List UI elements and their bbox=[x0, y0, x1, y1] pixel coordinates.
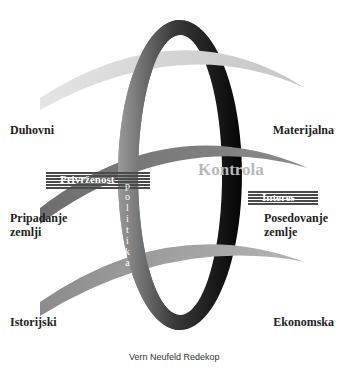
category-label: Duhovni bbox=[10, 124, 54, 138]
category-label: Posedovanje zemlje bbox=[264, 212, 342, 240]
category-label: Pripadanje zemlji bbox=[10, 212, 76, 240]
caption: Vern Neufeld Redekop bbox=[129, 352, 220, 362]
vertical-label: politika bbox=[125, 180, 130, 268]
center-label: Kontrola bbox=[198, 160, 264, 180]
stripes bbox=[46, 173, 318, 204]
category-label: Ekonomska bbox=[273, 316, 334, 330]
band-bottom bbox=[40, 244, 305, 316]
band-label: Interes bbox=[262, 191, 295, 204]
band-top bbox=[40, 50, 305, 110]
ring-front bbox=[118, 20, 180, 330]
category-label: Istorijski bbox=[10, 316, 57, 330]
band-label: Privrženost bbox=[60, 173, 114, 186]
category-label: Materijalna bbox=[273, 124, 334, 138]
